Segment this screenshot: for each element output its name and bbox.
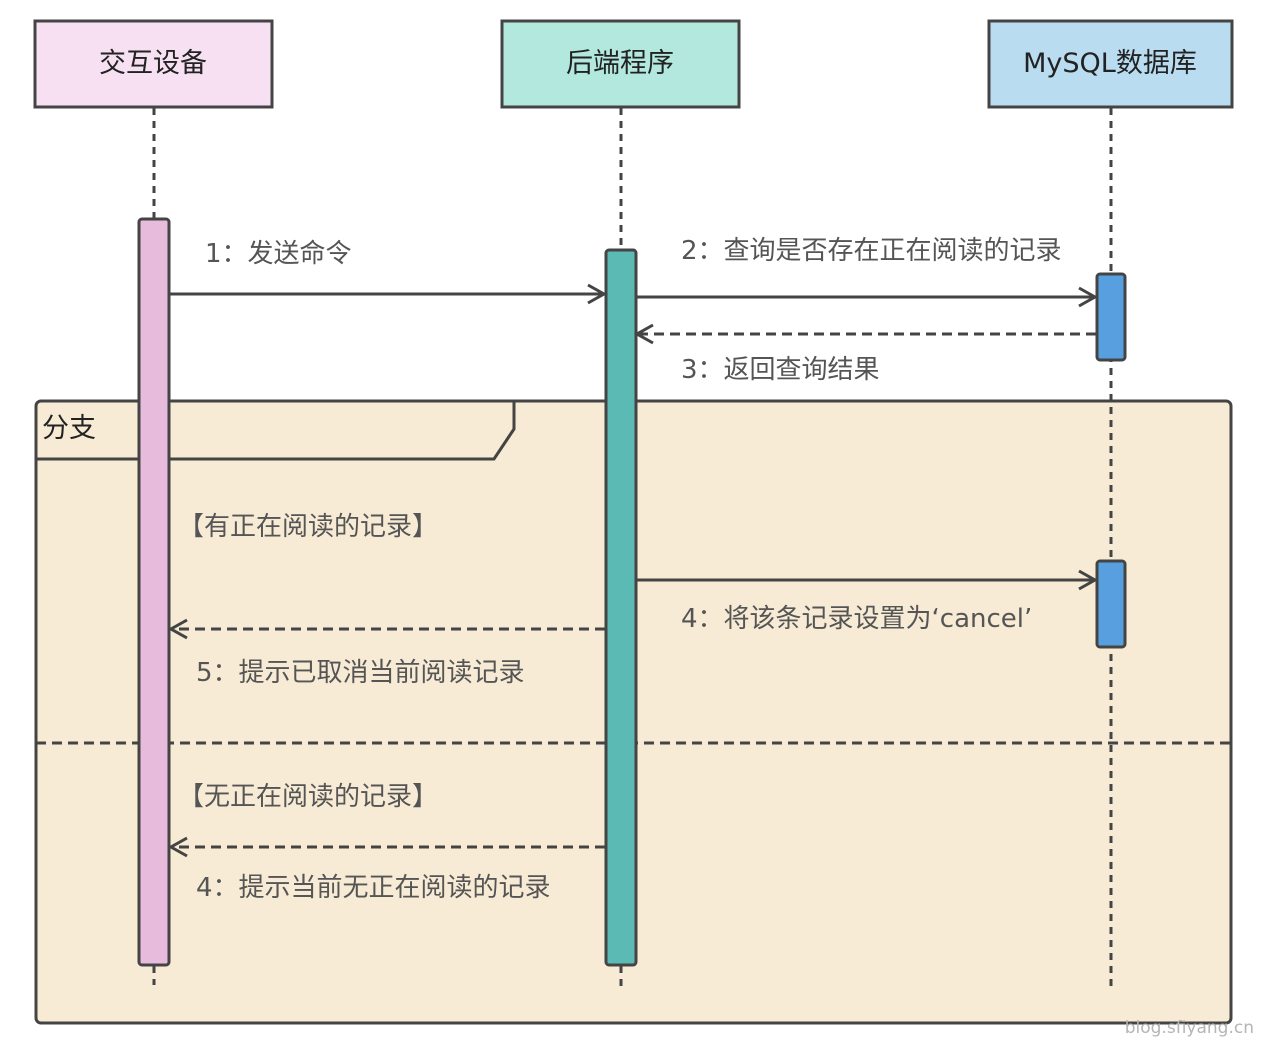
- condition-2-label: 【无正在阅读的记录】: [178, 782, 438, 812]
- participant-backend-label: 后端程序: [566, 48, 674, 79]
- activation-database-2: [1095, 559, 1127, 649]
- participant-backend: 后端程序: [500, 19, 741, 109]
- message-5-arrowhead: [167, 618, 188, 640]
- condition-1-label: 【有正在阅读的记录】: [178, 512, 438, 542]
- message-2-arrowhead: [1078, 286, 1099, 308]
- participant-database-label: MySQL数据库: [1023, 48, 1197, 79]
- message-3-arrowhead: [633, 323, 654, 345]
- message-2: 2：查询是否存在正在阅读的记录: [637, 236, 1099, 308]
- activation-device: [137, 217, 171, 967]
- watermark: blog.sfiyang.cn: [1125, 1018, 1254, 1038]
- participant-device-box: [33, 19, 274, 109]
- message-1: 1：发送命令: [170, 239, 608, 305]
- message-5: 5：提示已取消当前阅读记录: [167, 618, 605, 688]
- message-3-label: 3：返回查询结果: [681, 355, 880, 385]
- message-6-label: 4：提示当前无正在阅读的记录: [196, 873, 551, 903]
- activation-database-1: [1095, 272, 1127, 362]
- message-6-arrowhead: [167, 836, 188, 858]
- message-4: 4：将该条记录设置为‘cancel’: [637, 569, 1099, 634]
- participant-device-label: 交互设备: [99, 48, 207, 79]
- message-1-label: 1：发送命令: [205, 239, 352, 269]
- message-3: 3：返回查询结果: [633, 323, 1096, 385]
- message-4-label: 4：将该条记录设置为‘cancel’: [681, 604, 1032, 634]
- message-2-label: 2：查询是否存在正在阅读的记录: [681, 236, 1062, 266]
- message-1-arrowhead: [587, 283, 608, 305]
- message-6: 4：提示当前无正在阅读的记录: [167, 836, 605, 903]
- participant-database: MySQL数据库: [987, 19, 1234, 109]
- activation-backend: [604, 248, 638, 967]
- participant-database-box: [987, 19, 1234, 109]
- participant-device: 交互设备: [33, 19, 274, 109]
- message-4-arrowhead: [1078, 569, 1099, 591]
- message-5-label: 5：提示已取消当前阅读记录: [196, 658, 525, 688]
- branch-frame-label: 分支: [42, 413, 96, 444]
- participant-backend-box: [500, 19, 741, 109]
- branch-frame-label-box: [36, 401, 516, 461]
